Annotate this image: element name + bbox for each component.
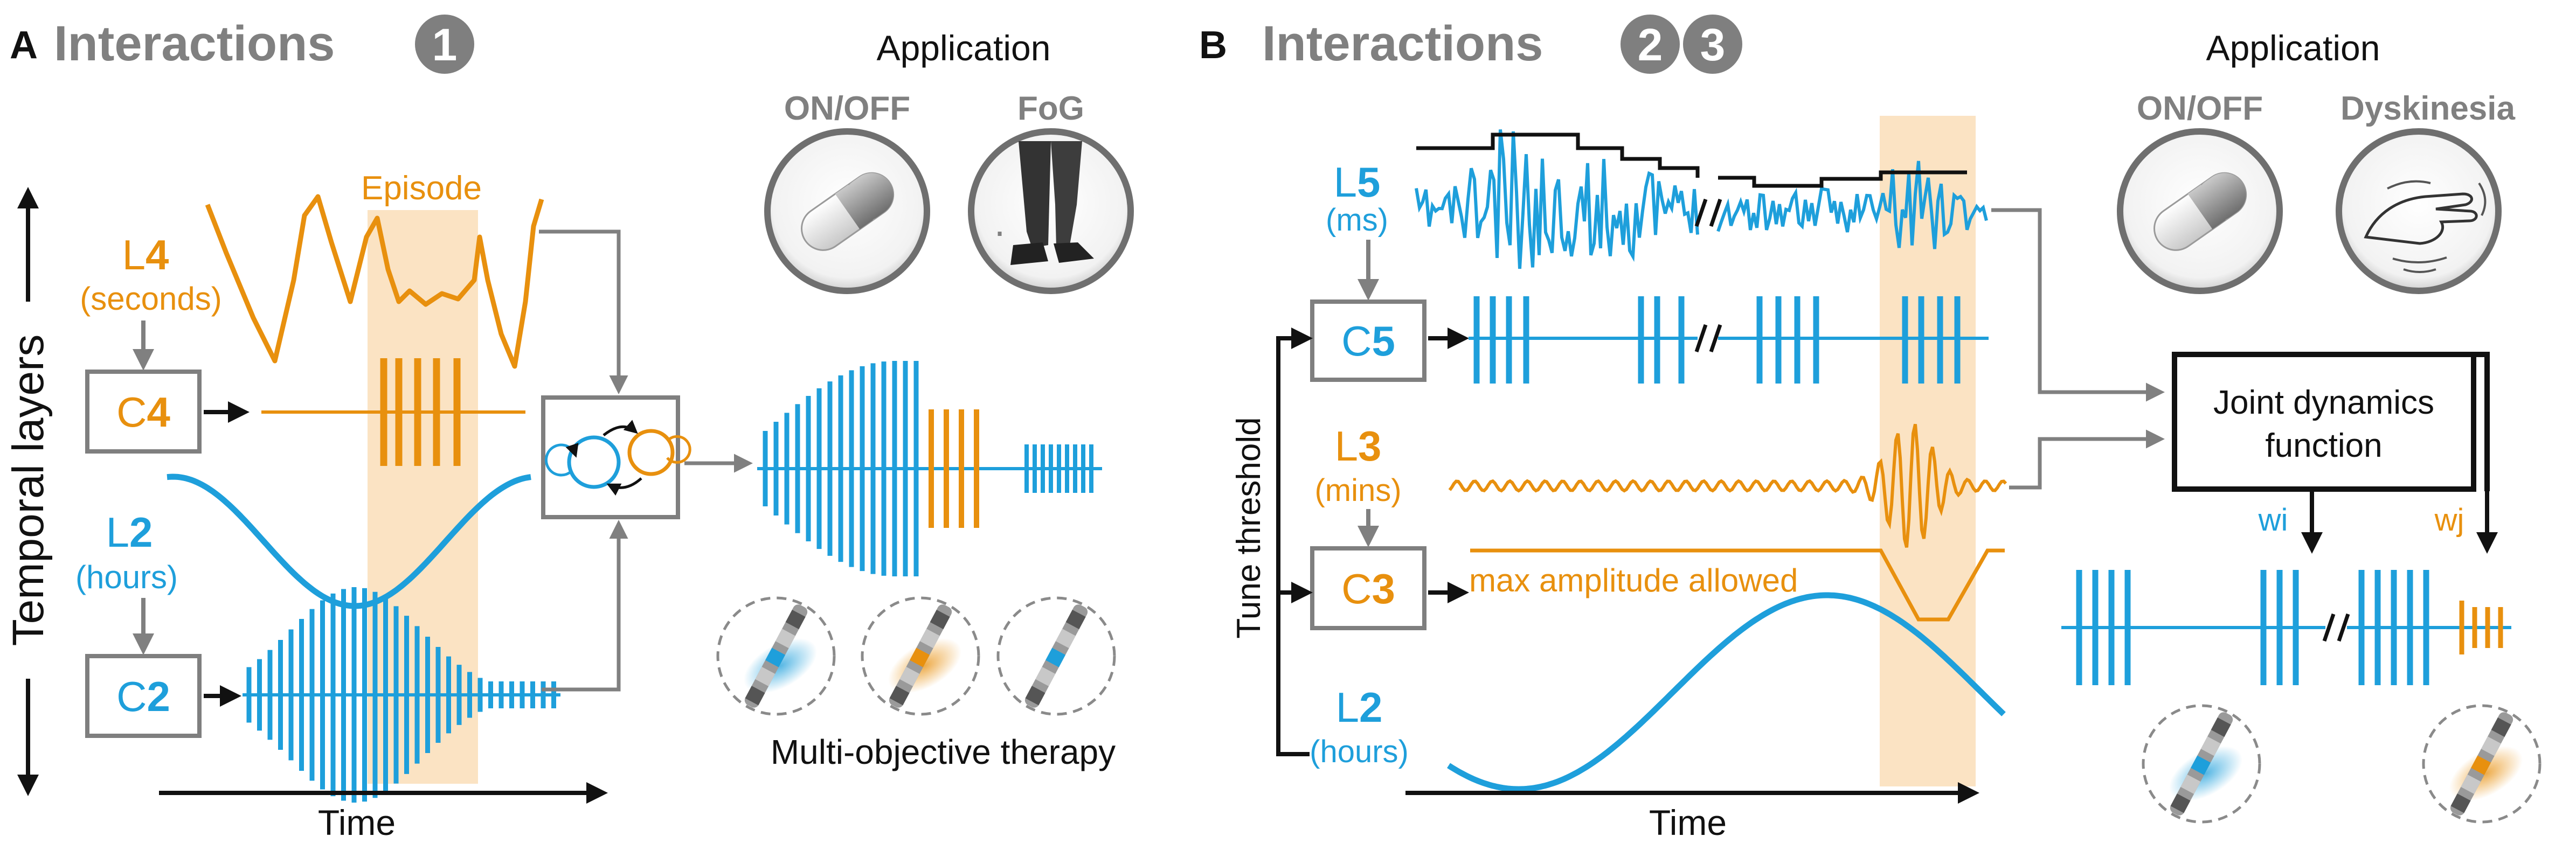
classifier-c5-box: C5 [1310, 299, 1427, 382]
panel-a-title: Interactions [54, 16, 335, 71]
c5-pulse-train [1469, 296, 1989, 384]
weight-wi-label: wi [2258, 503, 2288, 538]
joint-box-line2: function [2265, 427, 2382, 464]
max-amplitude-line [1470, 548, 2005, 622]
pill-icon [764, 128, 930, 294]
classifier-c5-label: C5 [1341, 317, 1395, 365]
l3-mins-signal [1448, 423, 2007, 548]
layer-l3-sublabel: (mins) [1314, 473, 1401, 508]
layer-l2-b-sublabel: (hours) [1310, 734, 1409, 769]
c4-pulse-train [261, 358, 525, 466]
joint-box-line1: Joint dynamics [2213, 384, 2434, 421]
layer-l2-sublabel: (hours) [75, 559, 178, 595]
layer-l3-label: L3 [1335, 422, 1382, 470]
layer-l5-sublabel: (ms) [1326, 203, 1388, 238]
legs-icon [968, 128, 1134, 294]
max-amplitude-label: max amplitude allowed [1469, 562, 1798, 598]
layer-l2-label: L2 [106, 508, 153, 556]
l5-ms-signal [1415, 129, 1988, 269]
electrode-icons [716, 596, 1116, 716]
panel-a-application-title: Application [877, 28, 1051, 68]
electrode-icon [861, 596, 980, 716]
classifier-c2-box: C2 [85, 654, 202, 738]
classifier-c4-label: C4 [116, 388, 170, 436]
app-label-on-off-b: ON/OFF [2137, 90, 2263, 127]
panel-a: A Interactions 1 Application ON/OFF FoG … [4, 15, 1134, 842]
arrow-l5-to-joint [1991, 208, 2165, 402]
badge-number: 1 [432, 19, 458, 70]
panel-b: B Interactions 2 3 Application ON/OFF Dy… [1199, 15, 2542, 842]
panel-b-badge-2: 2 [1621, 15, 1680, 74]
panel-b-badge-3: 3 [1683, 15, 1742, 74]
tune-threshold-label: Tune threshold [1230, 417, 1268, 638]
panel-b-letter: B [1199, 24, 1227, 67]
layer-l4-label: L4 [122, 231, 169, 278]
joint-box-wj-connector [2474, 352, 2490, 491]
app-label-on-off: ON/OFF [784, 90, 910, 127]
electrode-icon [716, 596, 836, 716]
electrode-icon [2142, 704, 2261, 824]
layer-l4-sublabel: (seconds) [80, 281, 221, 317]
tune-threshold-bracket [1276, 328, 1313, 756]
time-label-a: Time [318, 803, 396, 840]
weight-wj-label: wj [2434, 503, 2464, 538]
layer-l5-label: L5 [1334, 158, 1381, 206]
therapy-label: Multi-objective therapy [771, 733, 1116, 771]
arrow-l3-to-joint [2009, 429, 2165, 490]
layer-l2-b-label: L2 [1336, 684, 1383, 731]
temporal-layers-label: Temporal layers [4, 335, 53, 646]
c2-pulse-train [243, 587, 560, 803]
electrode-icon [996, 596, 1116, 716]
panel-a-badge-1: 1 [415, 15, 474, 74]
axis-label-bg [4, 302, 53, 679]
episode-label: Episode [361, 170, 482, 207]
l2-hours-signal [167, 473, 531, 609]
break-marks [1694, 198, 2350, 642]
pill-icon [2117, 128, 2283, 294]
time-label-b: Time [1649, 803, 1727, 840]
classifier-c3-box: C3 [1310, 546, 1427, 630]
electrode-icon [2422, 704, 2542, 824]
classifier-c3-label: C3 [1341, 565, 1395, 612]
therapy-output-pulses [757, 361, 1102, 576]
classifier-c4-box: C4 [85, 370, 202, 454]
combined-output-pulses [2061, 570, 2511, 685]
l5-envelope-steps [1416, 133, 1967, 188]
hand-icon [2336, 128, 2502, 294]
classifier-c2-label: C2 [116, 673, 170, 720]
app-label-dyskinesia: Dyskinesia [2340, 90, 2516, 127]
panel-b-application-title: Application [2206, 28, 2380, 68]
l4-seconds-signal [205, 194, 544, 369]
interaction-box [541, 395, 691, 519]
arrow-c2-to-box [542, 520, 628, 692]
app-label-fog: FoG [1017, 90, 1084, 127]
badge-number: 3 [1700, 19, 1726, 70]
panel-b-title: Interactions [1262, 16, 1543, 71]
arrow-app-to-box [539, 229, 1002, 391]
electrode-icons-b [2142, 704, 2542, 824]
l2-hours-signal-b [1447, 592, 2006, 792]
joint-dynamics-box: Joint dynamics function [2172, 352, 2476, 492]
panel-a-letter: A [10, 24, 38, 67]
badge-number: 2 [1638, 19, 1663, 70]
